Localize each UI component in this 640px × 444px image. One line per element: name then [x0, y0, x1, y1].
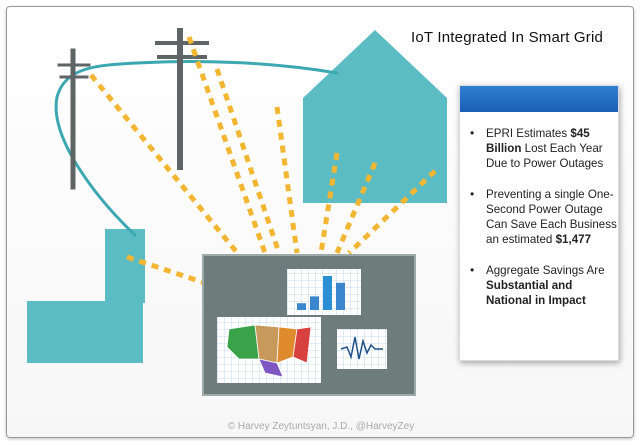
bullet-dot: • — [470, 126, 475, 140]
bar-chart-bar — [336, 282, 345, 310]
us-map-west — [226, 324, 260, 360]
bullet-highlight: $1,477 — [555, 233, 592, 246]
bullet-list: • EPRI Estimates $45 Billion Lost Each Ye… — [468, 126, 618, 324]
bullet-item: • Aggregate Savings Are Substantial and N… — [468, 263, 618, 308]
monitoring-screen — [202, 254, 416, 396]
waveform-line — [340, 336, 383, 360]
bullet-text: Aggregate Savings Are — [486, 264, 605, 277]
bar-chart-bar — [310, 296, 319, 310]
slide-title: IoT Integrated In Smart Grid — [411, 29, 604, 46]
us-map-panel — [217, 317, 321, 383]
power-line-cable — [54, 59, 339, 237]
bullet-dot: • — [470, 187, 475, 201]
bullet-highlight: $45 Billion — [486, 127, 590, 155]
us-map-east — [292, 326, 312, 364]
bar-chart-bar — [297, 303, 306, 310]
info-panel: • EPRI Estimates $45 Billion Lost Each Ye… — [459, 85, 619, 361]
waveform-panel — [337, 329, 387, 369]
info-panel-header — [460, 86, 618, 112]
small-building — [105, 229, 145, 303]
bullet-item: • EPRI Estimates $45 Billion Lost Each Ye… — [468, 126, 618, 171]
bar-chart-panel — [287, 269, 361, 315]
us-map-central — [254, 324, 280, 364]
utility-pole-left — [57, 48, 91, 190]
credit-line: © Harvey Zeytuntsyan, J.D., @HarveyZey — [227, 421, 415, 432]
bullet-text: Lost Each Year Due to Power Outages — [486, 142, 604, 170]
bullet-text: EPRI Estimates — [486, 127, 571, 140]
data-links — [89, 36, 437, 286]
bullet-item: • Preventing a single One-Second Power Ou… — [468, 187, 618, 247]
house-building — [303, 30, 447, 203]
bar-chart-bar — [323, 276, 332, 310]
utility-pole-right — [155, 28, 209, 170]
bullet-text: Preventing a single One-Second Power Out… — [486, 188, 617, 246]
bullet-highlight: Substantial and National in Impact — [486, 279, 586, 307]
slide: IoT Integrated In Smart Grid • EPRI Estim… — [6, 6, 634, 438]
bullet-dot: • — [470, 263, 475, 277]
smart-grid-illustration — [27, 28, 447, 396]
factory-building — [27, 301, 143, 363]
us-map-south — [258, 358, 284, 378]
